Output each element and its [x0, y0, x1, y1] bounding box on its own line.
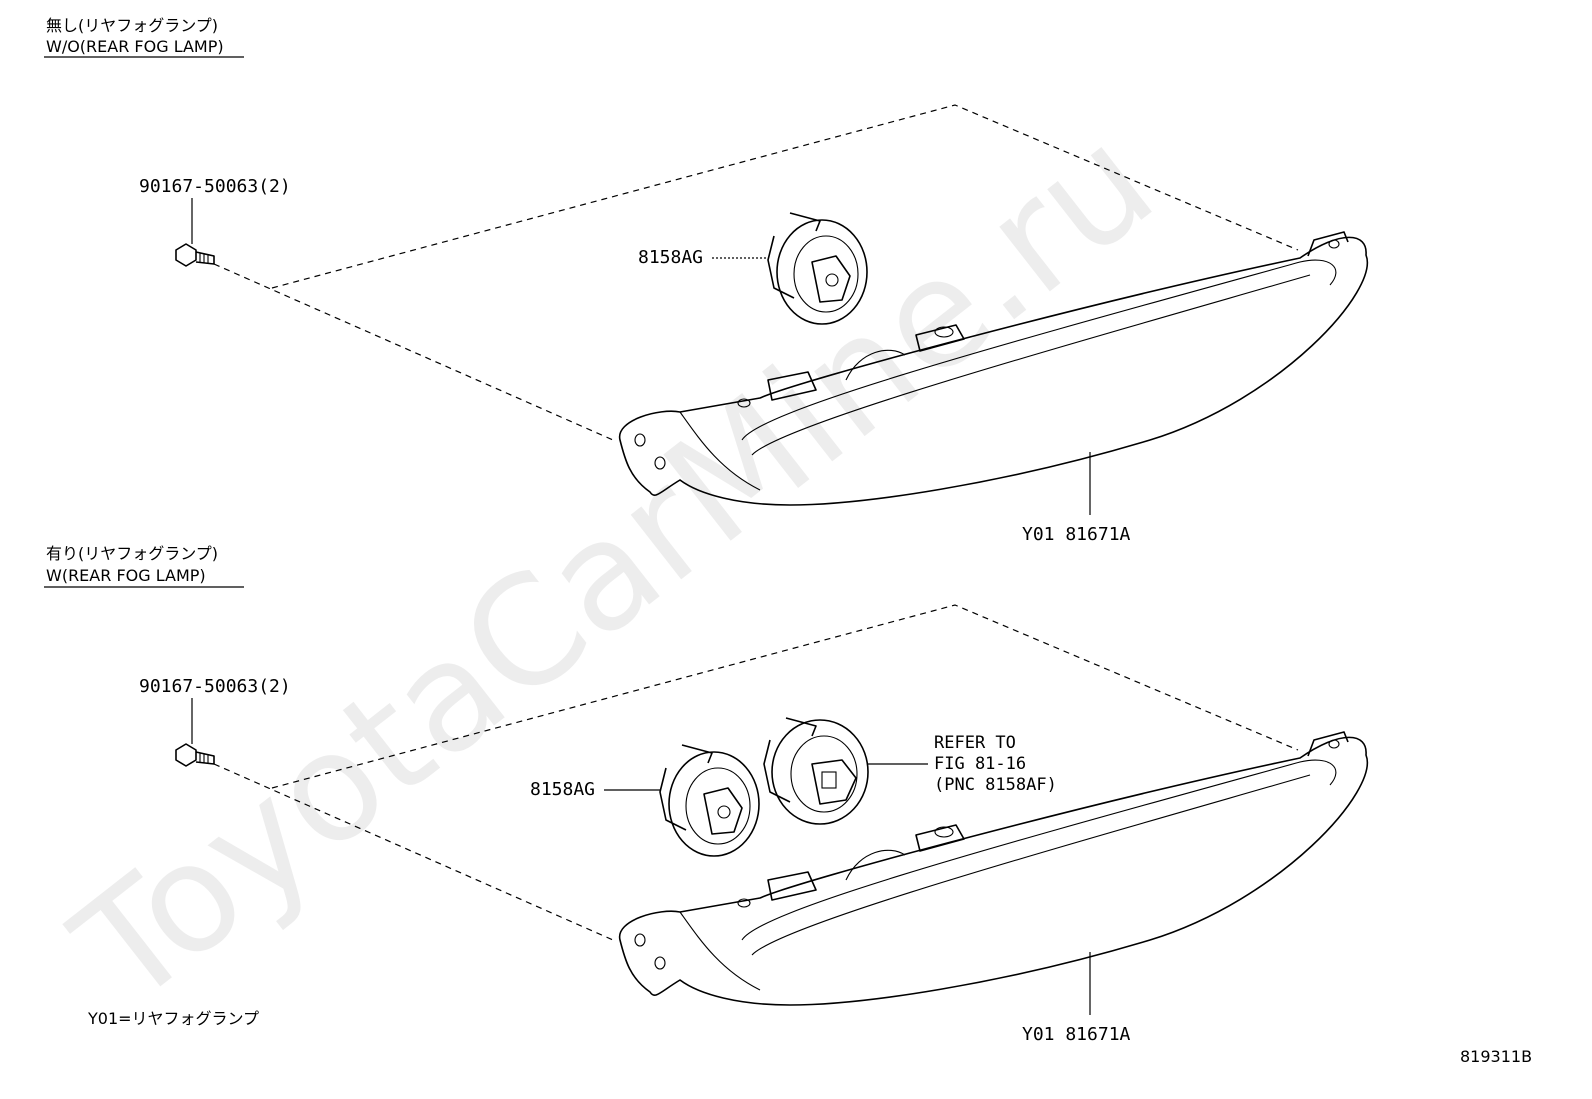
refer-note-line-2: FIG 81-16 — [934, 754, 1026, 774]
lamp-part-label: Y01 81671A — [1022, 1024, 1131, 1045]
fog-lamp-socket-icon — [763, 717, 869, 825]
bolt-part-label: 90167-50063(2) — [139, 676, 291, 697]
assembly-dash-line-left — [213, 763, 614, 941]
rear-fog-lamp-icon — [619, 231, 1369, 506]
bulb-socket-icon — [659, 744, 760, 857]
section-without-rear-fog-lamp: 無し(リヤフォグランプ) W/O(REAR FOG LAMP) 90167-50… — [44, 16, 1369, 545]
refer-note-line-1: REFER TO — [934, 733, 1016, 753]
section-header-jp: 無し(リヤフォグランプ) — [46, 16, 218, 35]
assembly-dash-line-top — [271, 604, 1299, 789]
section-with-rear-fog-lamp: 有り(リヤフォグランプ) W(REAR FOG LAMP) 90167-5006… — [44, 544, 1369, 1045]
socket-part-label: 8158AG — [530, 779, 595, 800]
section-header-jp: 有り(リヤフォグランプ) — [46, 544, 218, 563]
rear-fog-lamp-icon — [619, 731, 1369, 1006]
socket-part-label: 8158AG — [638, 247, 703, 268]
bolt-part-label: 90167-50063(2) — [139, 176, 291, 197]
assembly-dash-line-left — [213, 263, 614, 441]
lamp-part-label: Y01 81671A — [1022, 524, 1131, 545]
assembly-dash-line-top — [271, 104, 1299, 289]
bolt-icon — [175, 743, 215, 767]
section-header-en: W/O(REAR FOG LAMP) — [46, 37, 224, 56]
bolt-icon — [175, 243, 215, 267]
bulb-socket-icon — [767, 212, 868, 325]
watermark-text: ToyotaCarMine.ru — [44, 94, 1185, 1038]
refer-note-line-3: (PNC 8158AF) — [934, 775, 1057, 795]
section-header-en: W(REAR FOG LAMP) — [46, 566, 206, 585]
footnote: Y01=リヤフォグランプ — [87, 1009, 259, 1028]
figure-id: 819311B — [1460, 1047, 1532, 1066]
